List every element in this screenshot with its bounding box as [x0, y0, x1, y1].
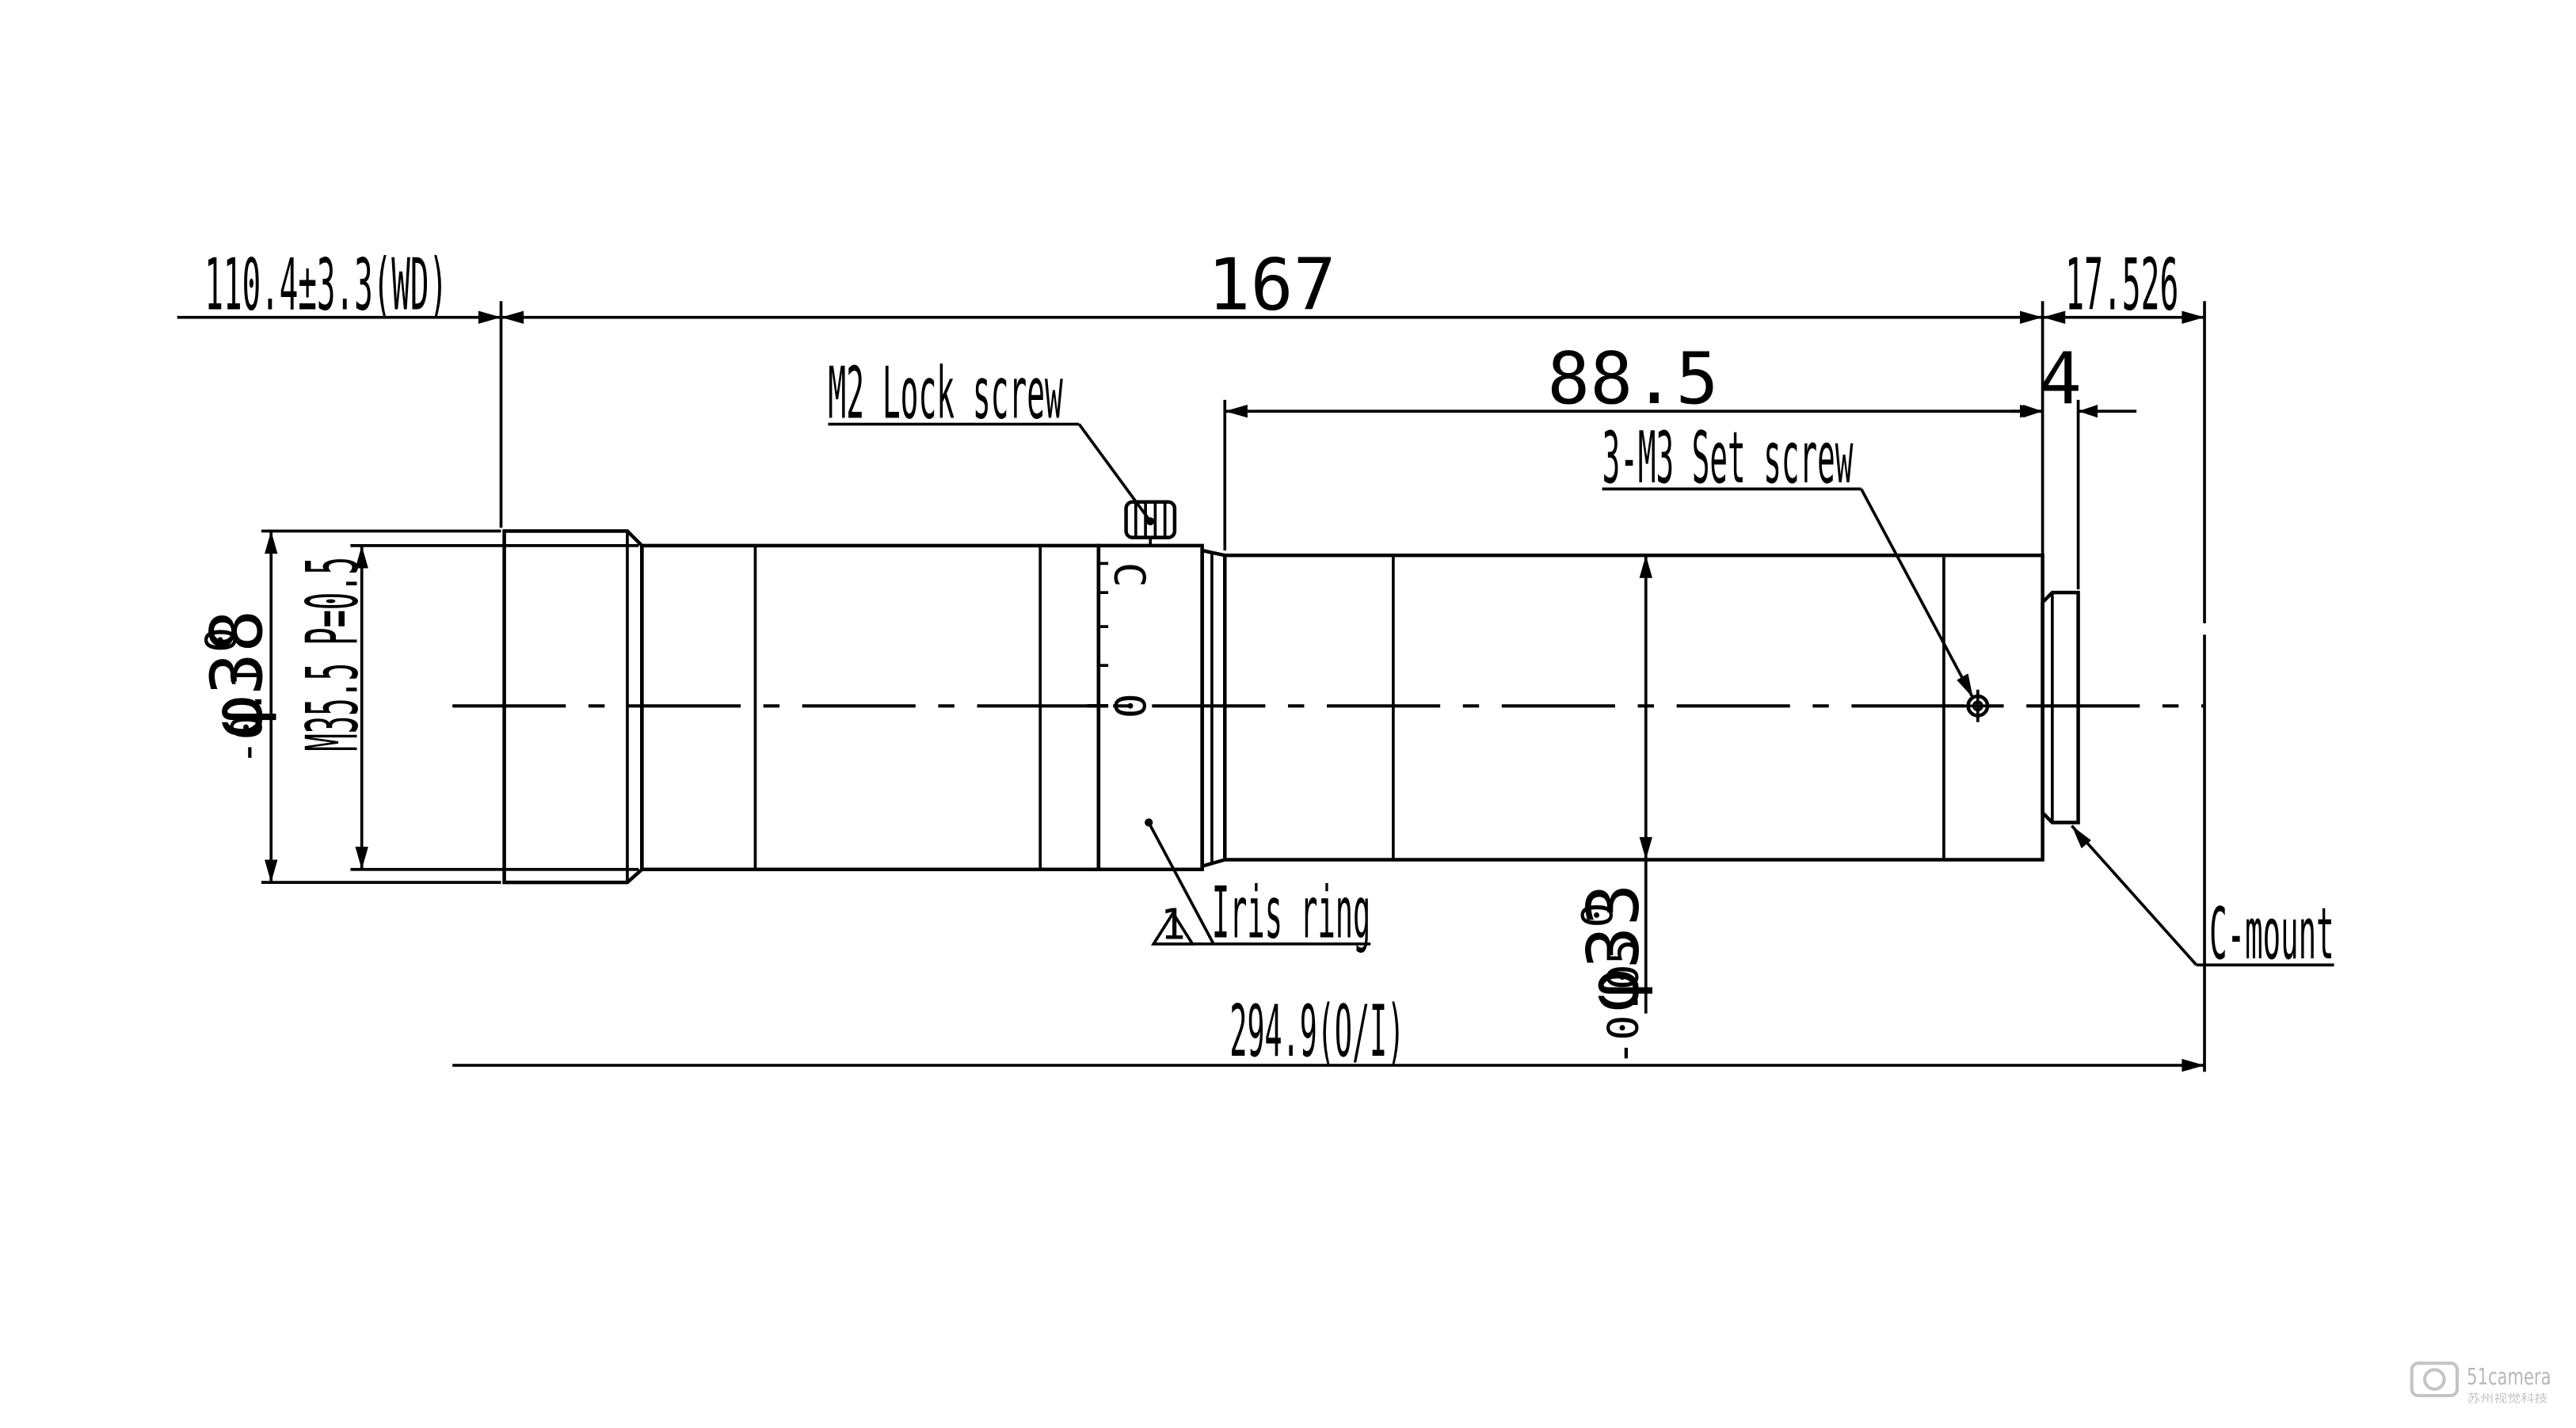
extension-lines	[261, 301, 2206, 1072]
watermark-brand: 51camera	[2467, 1363, 2551, 1390]
dim-mount-thread: 4	[2010, 338, 2137, 421]
callout-c-mount: C-mount	[2071, 824, 2334, 976]
dim-front-thread-label: M35.5 P=0.5	[292, 557, 375, 751]
callout-iris-ring: 1 Iris ring	[1145, 818, 1370, 955]
dim-rear-diameter-main: φ33	[1573, 883, 1656, 1011]
dim-rear-diameter-upper: 0	[1573, 902, 1622, 927]
dim-body-length: 167	[501, 244, 2043, 326]
dim-rear-diameter: φ33 0 -0.05	[1573, 555, 1656, 1066]
dim-front-diameter-upper: 0	[196, 627, 246, 653]
dim-flange-back-label: 17.526	[2065, 244, 2178, 326]
dim-front-diameter: φ38 0 -0.1	[196, 531, 279, 883]
dim-overall-length-label: 294.9(O/I)	[1229, 991, 1404, 1073]
callout-lock-screw: M2 Lock screw	[828, 352, 1155, 526]
dim-rear-section: 88.5	[1225, 338, 2043, 421]
iris-scale-c: C	[1104, 562, 1153, 588]
dim-body-length-label: 167	[1207, 244, 1336, 326]
callout-iris-ring-label: Iris ring	[1212, 873, 1370, 955]
callout-c-mount-label: C-mount	[2209, 893, 2334, 976]
dim-flange-back: 17.526	[2042, 244, 2205, 326]
dim-front-thread: M35.5 P=0.5	[292, 545, 375, 870]
dim-working-distance: 110.4±3.3(WD)	[177, 244, 501, 326]
callout-iris-note: 1	[1160, 901, 1186, 950]
dim-rear-section-label: 88.5	[1547, 338, 1719, 421]
callout-set-screw-label: 3-M3 Set screw	[1602, 417, 1854, 500]
dim-rear-diameter-lower: -0.05	[1599, 939, 1648, 1066]
camera-logo-icon	[2410, 1361, 2459, 1398]
dim-front-diameter-lower: -0.1	[223, 664, 272, 765]
callout-set-screw: 3-M3 Set screw	[1602, 417, 1975, 699]
dim-mount-thread-label: 4	[2039, 338, 2082, 421]
lock-screw-knob	[1124, 500, 1177, 546]
watermark-sub: 苏州视觉科技	[2467, 1392, 2547, 1405]
dim-working-distance-label: 110.4±3.3(WD)	[204, 244, 448, 326]
dim-overall-length: 294.9(O/I)	[452, 991, 2205, 1073]
iris-scale: C 0	[1087, 562, 1153, 718]
note-triangle	[1150, 910, 1195, 946]
dim-front-diameter-main: φ38	[196, 610, 279, 738]
watermark: 51camera 苏州视觉科技	[2410, 1361, 2551, 1405]
callout-lock-screw-label: M2 Lock screw	[828, 352, 1063, 435]
